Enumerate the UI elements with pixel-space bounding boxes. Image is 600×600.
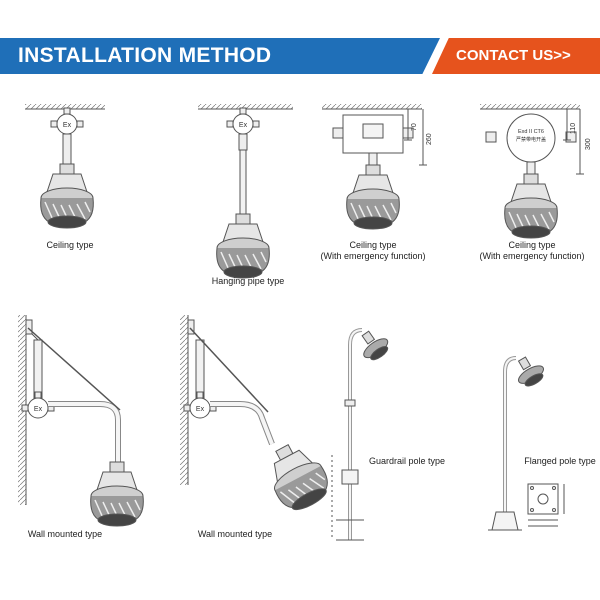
caption-hanging-pipe: Hanging pipe type: [211, 276, 285, 286]
wall-mounted-2-diagram: [180, 315, 337, 518]
caption-ceiling: Ceiling type: [46, 240, 94, 250]
junction-box-label-1: Ex: [63, 122, 72, 129]
junction-box-label-4: Ex: [196, 406, 205, 413]
dimension-110: 110: [570, 123, 577, 134]
caption-ceiling-emergency-2: Ceiling type (With emergency function): [472, 240, 592, 262]
caption-ceiling-emergency-1-sub: (With emergency function): [320, 251, 426, 261]
caption-flanged-pole: Flanged pole type: [524, 456, 596, 466]
dimension-260: 260: [426, 133, 433, 145]
flanged-pole-diagram: [488, 356, 565, 531]
ceiling-emergency-2-diagram: [480, 104, 584, 239]
caption-ceiling-emergency-1: Ceiling type (With emergency function): [313, 240, 433, 262]
banner-title-strip: INSTALLATION METHOD: [0, 38, 440, 74]
dimension-70: 70: [411, 123, 418, 131]
contact-us-label: CONTACT US>>: [456, 47, 571, 64]
contact-us-button[interactable]: CONTACT US>>: [432, 38, 600, 74]
guardrail-pole-diagram: [331, 328, 389, 541]
junction-box-label-3: Ex: [34, 406, 43, 413]
ceiling-emergency-1-diagram: [322, 104, 427, 230]
junction-box-label-2: Ex: [239, 122, 248, 129]
banner-title: INSTALLATION METHOD: [18, 44, 272, 67]
caption-guardrail-pole: Guardrail pole type: [368, 456, 446, 466]
caption-ceiling-emergency-1-title: Ceiling type: [349, 240, 397, 250]
caption-ceiling-emergency-2-title: Ceiling type: [508, 240, 556, 250]
dimension-300: 300: [585, 138, 592, 150]
wall-mounted-1-diagram: [18, 315, 145, 527]
emergency-box-warning: 严禁带电开盖: [516, 136, 546, 143]
caption-wall-mounted-1: Wall mounted type: [27, 529, 103, 539]
caption-ceiling-emergency-2-sub: (With emergency function): [479, 251, 585, 261]
emergency-box-rating: Exd II CT6: [518, 129, 544, 135]
caption-wall-mounted-2: Wall mounted type: [197, 529, 273, 539]
ceiling-type-diagram: [25, 104, 105, 229]
hanging-pipe-type-diagram: [198, 104, 293, 279]
banner: INSTALLATION METHOD CONTACT US>>: [0, 38, 600, 74]
